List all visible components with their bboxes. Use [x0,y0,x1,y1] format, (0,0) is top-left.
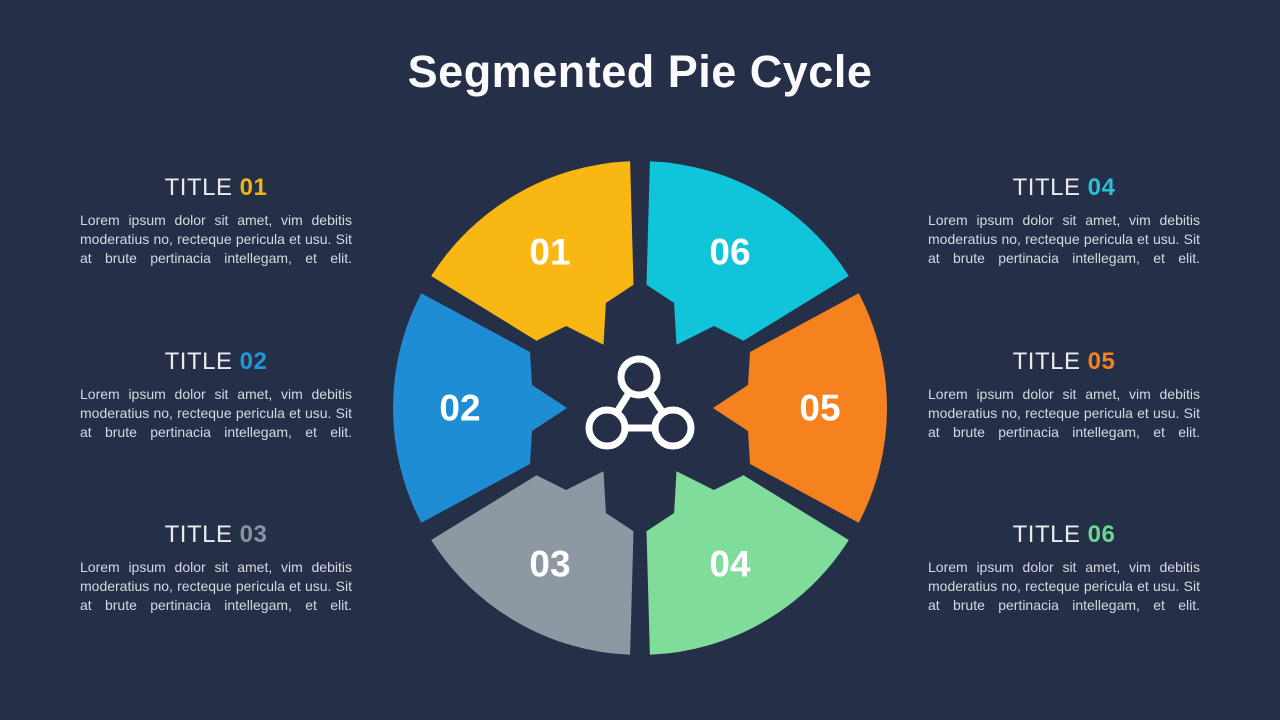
pie-segment-shape [646,161,849,345]
pie-segment-shape [713,293,887,523]
pie-segment-01: 01 [431,161,634,345]
block-title-number: 03 [239,521,268,548]
block-title-label: TITLE [164,348,240,375]
block-title: TITLE 06 [928,521,1200,549]
pie-segment-02: 02 [393,293,567,523]
pie-segment-shape [393,293,567,523]
block-body-text: Lorem ipsum dolor sit amet, vim debitis … [928,559,1200,613]
segment-number-label: 06 [709,232,750,273]
block-body-text: Lorem ipsum dolor sit amet, vim debitis … [80,386,352,440]
pie-segment-06: 06 [646,161,849,345]
block-body-text: Lorem ipsum dolor sit amet, vim debitis … [928,386,1200,440]
pie-segment-03: 03 [431,471,634,655]
molecule-atom-right [651,406,695,450]
segment-number-label: 04 [709,543,751,584]
block-body-text: Lorem ipsum dolor sit amet, vim debitis … [80,559,352,613]
block-title-label: TITLE [164,521,240,548]
block-title-number: 06 [1087,521,1116,548]
molecule-atom-left [585,406,629,450]
pie-segment-shape [431,161,634,345]
block-body-text: Lorem ipsum dolor sit amet, vim debitis … [80,212,352,266]
molecule-atom-top [617,355,661,399]
segment-number-label: 03 [529,543,570,584]
pie-segment-shape [431,471,634,655]
slide-title: Segmented Pie Cycle [407,46,873,97]
block-title-label: TITLE [1012,521,1088,548]
pie-segment-shape [646,471,849,655]
block-title: TITLE 02 [80,348,352,376]
block-title-label: TITLE [164,174,240,201]
block-title: TITLE 04 [928,174,1200,202]
block-title-number: 04 [1087,174,1116,201]
block-title: TITLE 03 [80,521,352,549]
segment-number-label: 05 [799,388,840,429]
pie-segments-group: 01 02 03 04 05 06 [393,161,887,655]
molecule-icon [585,355,695,450]
block-title-number: 05 [1087,348,1116,375]
block-title-label: TITLE [1012,348,1088,375]
molecule-bonds [600,370,680,432]
block-title: TITLE 01 [80,174,352,202]
block-title-number: 02 [239,348,268,375]
pie-segment-04: 04 [646,471,849,655]
pie-segment-05: 05 [713,293,887,523]
block-title-label: TITLE [1012,174,1088,201]
block-title-number: 01 [239,174,268,201]
block-title: TITLE 05 [928,348,1200,376]
segment-number-label: 02 [439,388,480,429]
segment-number-label: 01 [529,232,570,273]
block-body-text: Lorem ipsum dolor sit amet, vim debitis … [928,212,1200,266]
